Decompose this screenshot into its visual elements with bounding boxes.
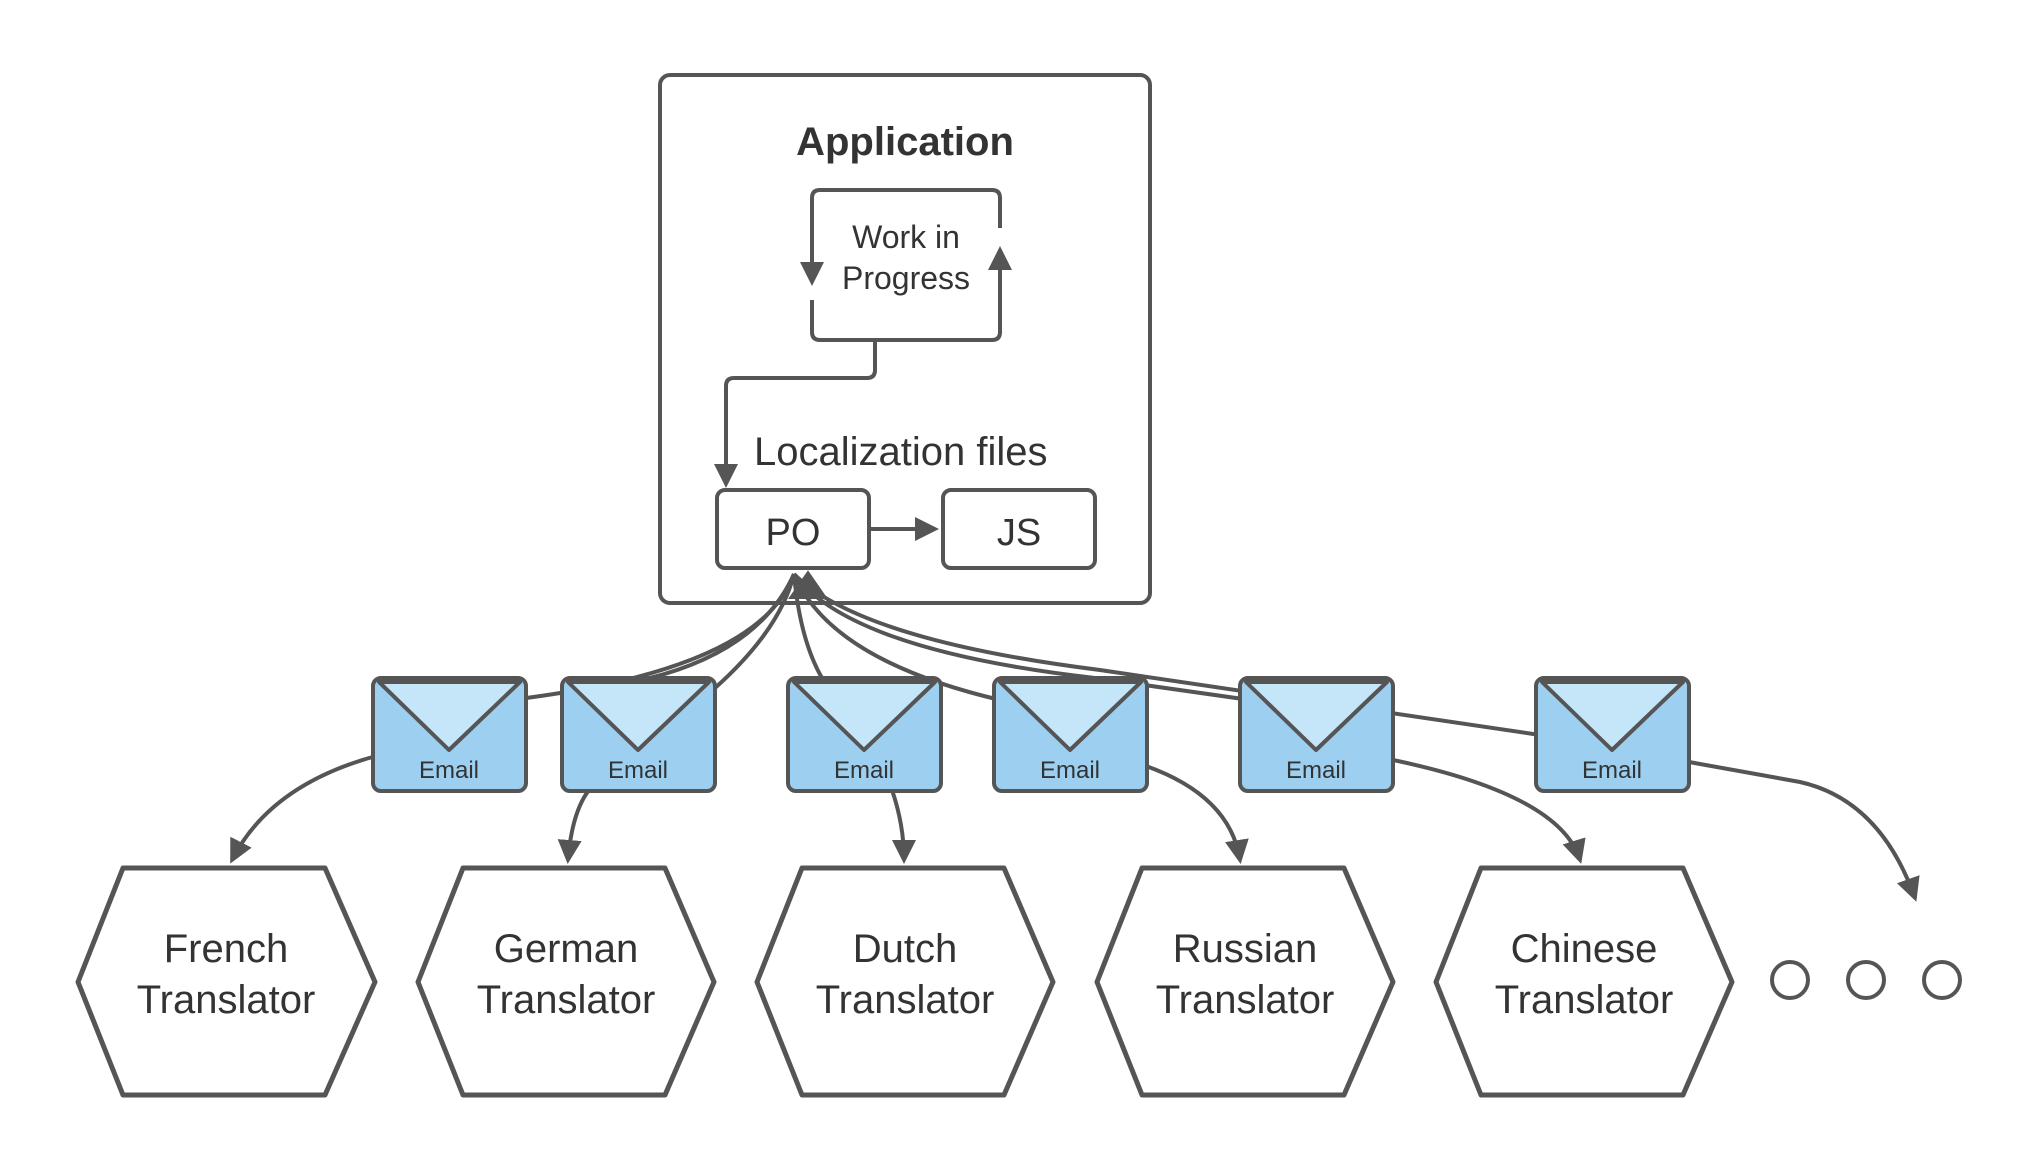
translator-name: French [164, 927, 289, 971]
work-in-progress-box: Work in Progress [800, 188, 1012, 342]
translator-role: Translator [816, 978, 995, 1022]
translator-german: German Translator [415, 865, 717, 1098]
localization-files-label: Localization files [754, 430, 1048, 474]
email-label: Email [834, 757, 894, 784]
email-label: Email [419, 757, 479, 784]
wip-label-line1: Work in [852, 219, 960, 255]
wip-to-po-arrow [714, 340, 877, 488]
js-file-box: JS [941, 488, 1097, 570]
js-file-label: JS [997, 512, 1041, 554]
email-label: Email [608, 757, 668, 784]
email-to-translator-lines [230, 754, 1920, 902]
application-title: Application [796, 120, 1014, 164]
translator-name: Dutch [853, 927, 958, 971]
translator-role: Translator [137, 978, 316, 1022]
translator-name: Russian [1173, 927, 1318, 971]
email-envelope-6: Email [1534, 676, 1691, 793]
email-envelope-3: Email [786, 676, 943, 793]
po-file-box: PO [715, 488, 871, 570]
email-label: Email [1040, 757, 1100, 784]
more-translators-ellipsis [1770, 960, 1962, 1000]
email-envelope-5: Email [1238, 676, 1395, 793]
email-label: Email [1582, 757, 1642, 784]
translator-role: Translator [1495, 978, 1674, 1022]
translator-russian: Russian Translator [1094, 865, 1396, 1098]
wip-label-line2: Progress [842, 260, 970, 296]
translator-dutch: Dutch Translator [754, 865, 1056, 1098]
email-envelope-2: Email [560, 676, 717, 793]
email-envelope-1: Email [371, 676, 528, 793]
po-file-label: PO [766, 512, 821, 554]
translator-role: Translator [1156, 978, 1335, 1022]
translator-role: Translator [477, 978, 656, 1022]
translator-french: French Translator [75, 865, 378, 1098]
application-box: Application [658, 73, 1152, 605]
email-label: Email [1286, 757, 1346, 784]
translator-name: Chinese [1511, 927, 1658, 971]
translator-name: German [494, 927, 639, 971]
email-envelope-4: Email [992, 676, 1149, 793]
translator-chinese: Chinese Translator [1433, 865, 1735, 1098]
